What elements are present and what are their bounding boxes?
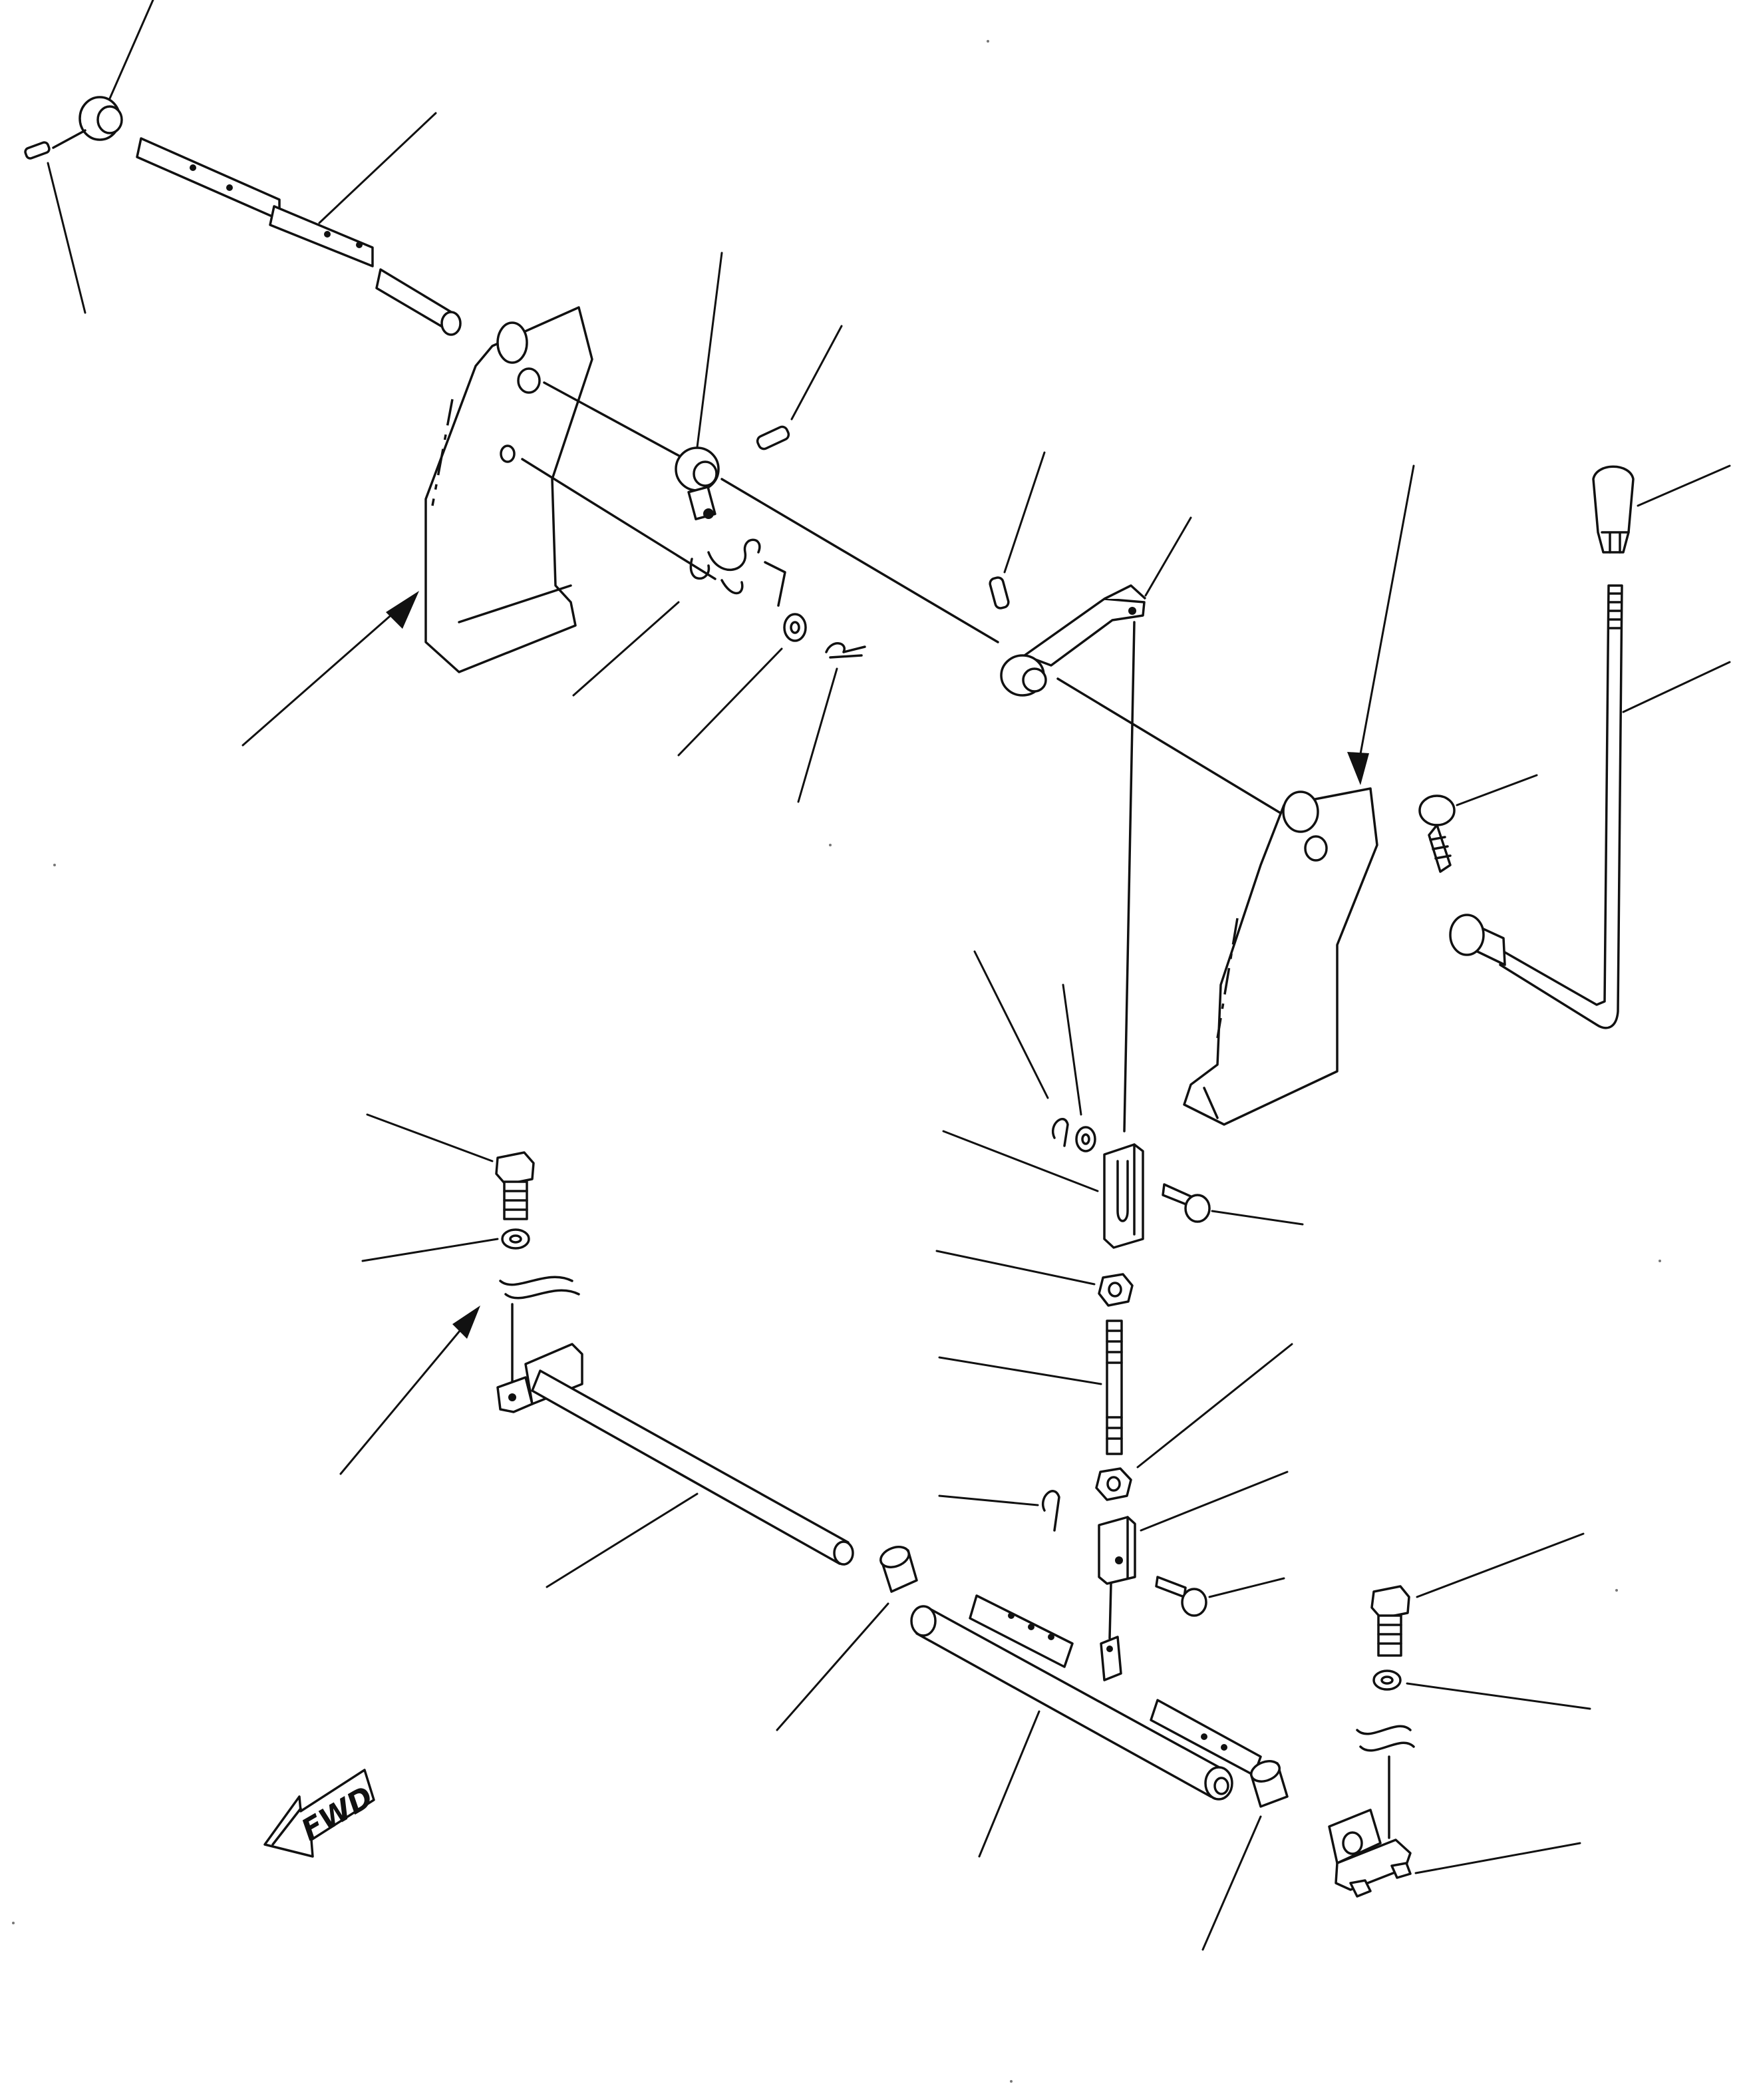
right-mount-washer — [1372, 1669, 1402, 1691]
middle-collar — [675, 446, 720, 520]
leader-middle-collar — [696, 252, 723, 448]
left-break-line — [499, 1276, 573, 1286]
lever-knob — [1592, 465, 1635, 554]
left-bracket — [424, 306, 593, 673]
clevis-block — [1103, 1143, 1144, 1249]
leader-right-support-bracket — [1414, 1842, 1581, 1874]
leader-left-mount-arrow — [339, 1313, 475, 1475]
leader-lock-nut-upper — [935, 1250, 1096, 1286]
return-spring — [689, 538, 786, 607]
leader-right-bolt — [1456, 774, 1538, 806]
leader-cotter — [797, 667, 838, 803]
leader-lower-clevis-pin — [1208, 1577, 1285, 1598]
right-mount-bolt — [1370, 1585, 1410, 1657]
lever-boss — [1449, 914, 1506, 966]
upper-washer — [1075, 1126, 1096, 1152]
crank-arm — [1000, 584, 1147, 697]
leader-crank-arm — [1144, 516, 1192, 597]
leader-clevis-pin — [1211, 1210, 1304, 1226]
threaded-rod — [1106, 1319, 1123, 1455]
leader-right-bracket — [1356, 464, 1415, 773]
leader-lower-tube — [978, 1710, 1040, 1858]
cross-shaft — [531, 1369, 854, 1566]
leader-pin — [47, 162, 86, 314]
cotter-pin-top — [825, 642, 866, 659]
washer-small — [783, 613, 807, 642]
leader-lever — [1622, 661, 1731, 713]
lower-clevis-block — [1098, 1516, 1136, 1585]
leader-bushing-right — [1201, 1815, 1262, 1951]
leader-cross-shaft — [546, 1492, 699, 1588]
bushing-left — [879, 1546, 918, 1593]
shift-lever — [1499, 584, 1623, 1029]
top-spring-pin — [24, 141, 51, 160]
right-support-bracket — [1328, 1809, 1412, 1898]
leader-lower-clevis — [1140, 1471, 1289, 1532]
right-bolt — [1418, 794, 1456, 873]
lower-tube — [910, 1594, 1262, 1801]
right-break-line — [1356, 1725, 1412, 1735]
lower-clevis-pin — [1155, 1576, 1207, 1617]
leader-spring — [572, 601, 680, 697]
long-shaft — [136, 137, 462, 336]
leader-upper-cotter — [973, 950, 1049, 1099]
right-bracket — [1183, 787, 1378, 1126]
bushing-right — [1249, 1760, 1289, 1808]
leader-right-mount-bolt — [1416, 1532, 1585, 1598]
leader-bushing-left — [776, 1602, 889, 1731]
clevis-pin — [1162, 1183, 1211, 1223]
left-mount-washer — [501, 1228, 530, 1250]
leader-middle-pin — [790, 325, 843, 421]
leader-knob — [1637, 464, 1731, 507]
leader-washer — [677, 647, 783, 757]
leader-upper-washer — [1062, 983, 1082, 1116]
leader-clevis — [942, 1130, 1099, 1192]
leader-shaft — [318, 112, 437, 224]
crank-pin — [989, 576, 1010, 610]
leader-crank-pin — [1003, 451, 1046, 574]
middle-pin — [756, 425, 790, 450]
top-collar — [79, 96, 123, 141]
fwd-direction-badge: FWD — [263, 1769, 379, 1858]
leader-collar — [108, 0, 154, 100]
leader-left-bracket — [241, 596, 412, 747]
lock-nut-lower — [1095, 1467, 1132, 1501]
upper-cotter-pin — [1052, 1118, 1069, 1147]
lower-cotter-pin — [1042, 1490, 1060, 1532]
leader-right-mount-washer — [1406, 1682, 1591, 1710]
left-mount-bolt — [495, 1151, 535, 1220]
leader-lock-nut-lower — [1136, 1343, 1293, 1469]
leader-threaded-rod — [938, 1356, 1102, 1385]
leader-lower-cotter — [938, 1494, 1039, 1506]
lock-nut-upper — [1098, 1273, 1134, 1307]
leader-left-mount-washer — [361, 1238, 499, 1262]
leader-left-mount-bolt — [366, 1113, 494, 1162]
